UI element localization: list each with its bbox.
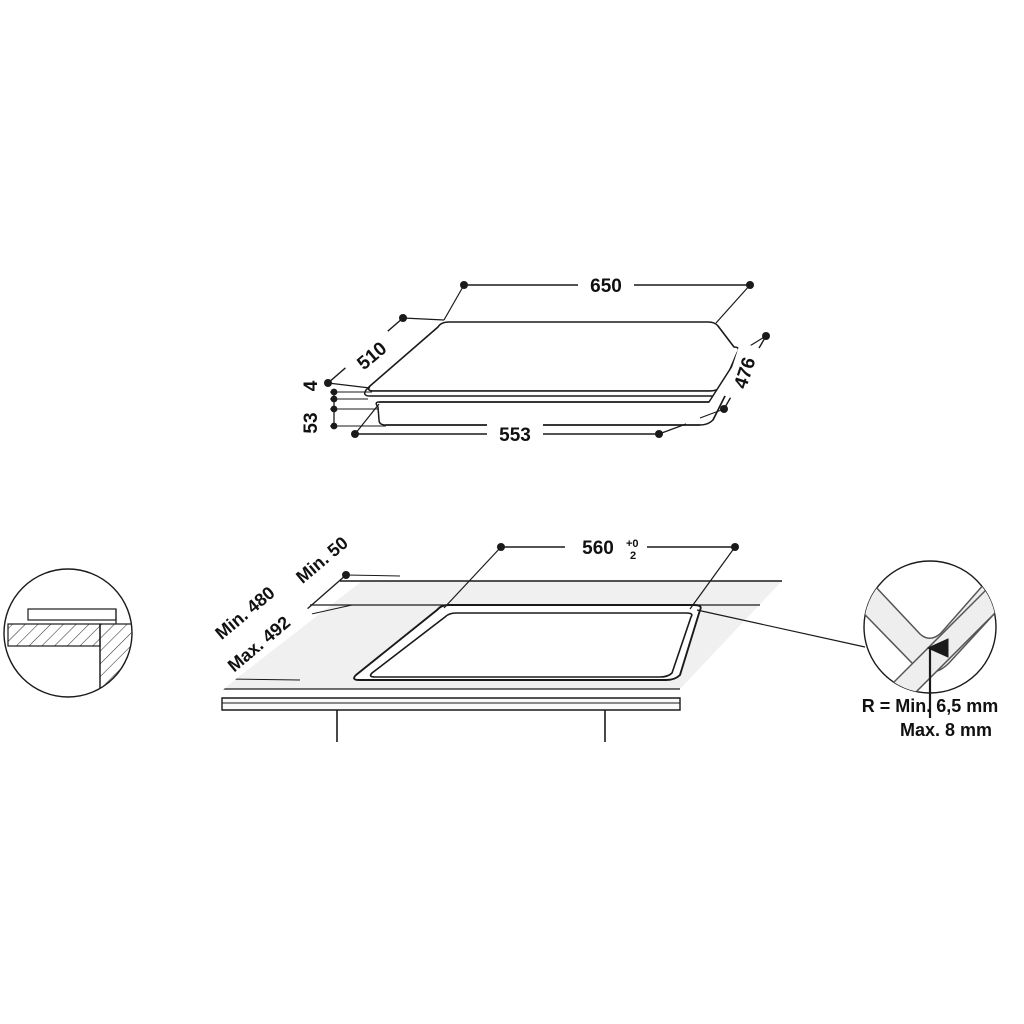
corner-radius-detail: R = Min. 6,5 mm Max. 8 mm — [862, 560, 999, 740]
worktop-wall-hatched — [99, 623, 132, 697]
dimension-560: 560 +0 2 — [443, 533, 739, 610]
radius-caption-line1: R = Min. 6,5 mm — [862, 696, 999, 716]
dimension-650: 650 — [443, 272, 754, 324]
detail-right-leader-line — [696, 609, 866, 648]
hob-body-box — [375, 362, 740, 426]
dimension-553-label: 553 — [499, 425, 531, 446]
dimension-560-tolerance-lower: 2 — [630, 550, 636, 562]
edge-section-detail — [3, 568, 133, 698]
dimension-thickness-stack: 4 53 — [301, 380, 386, 434]
dimension-53-label: 53 — [301, 412, 322, 433]
radius-caption-line2: Max. 8 mm — [900, 720, 992, 740]
hob-rim-plate — [27, 608, 117, 621]
worktop-front-face — [221, 697, 681, 711]
worktop-cutout-inner — [369, 612, 693, 678]
dimension-560-label: 560 — [582, 538, 614, 559]
dimension-476: 476 — [699, 332, 770, 419]
corner-lower-band — [874, 564, 996, 693]
dimension-553: 553 — [351, 403, 687, 447]
dimension-4-label: 4 — [301, 380, 322, 391]
dimension-650-label: 650 — [590, 276, 622, 297]
worktop-section-hatched — [7, 623, 101, 647]
worktop-cutout-view: 560 +0 2 Min. 50 Min. 480 — [190, 520, 866, 742]
dimension-560-tolerance-upper: +0 — [626, 538, 639, 550]
hob-isometric-view: 650 510 476 — [301, 272, 770, 447]
hob-top-outline — [367, 321, 740, 392]
